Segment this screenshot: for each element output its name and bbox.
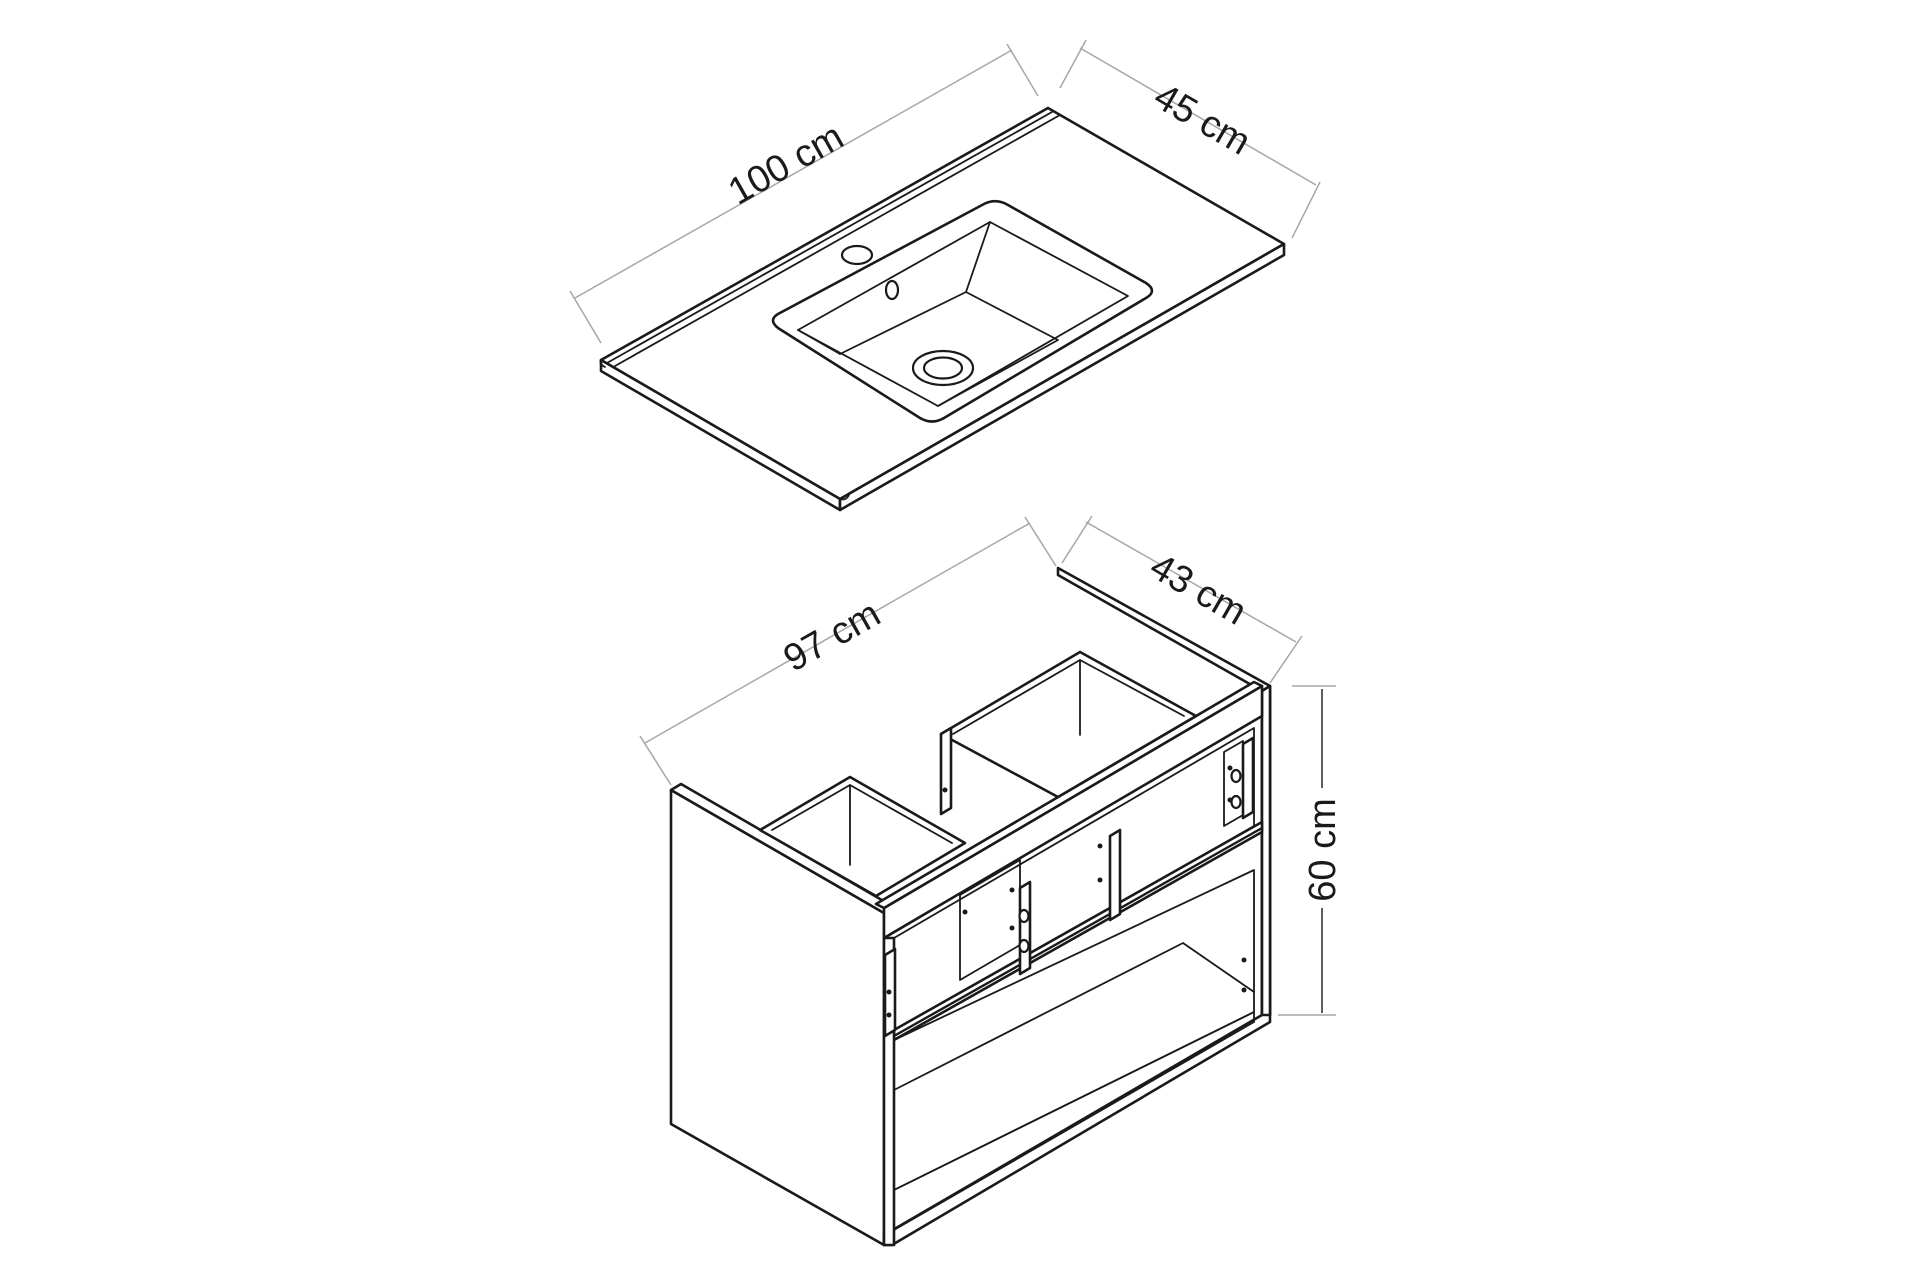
basin-bowl-inner-top bbox=[797, 221, 1129, 407]
cabinet-front-right-post bbox=[1260, 684, 1272, 1022]
cabinet-lower-opening bbox=[893, 869, 1255, 1191]
dimension-cabinet-depth: 43 cm bbox=[1061, 515, 1303, 684]
tap-hole bbox=[840, 244, 874, 266]
drawer-runner-center-left bbox=[1018, 880, 1032, 976]
hardware-holes bbox=[1018, 768, 1242, 954]
drawer-right-side bbox=[939, 726, 953, 816]
cabinet-height-label: 60 cm bbox=[1302, 798, 1344, 901]
basin-bowl-slope-left bbox=[797, 329, 841, 355]
drawer-runner-center-right bbox=[1108, 828, 1122, 922]
basin-side-edge bbox=[838, 242, 1286, 512]
washbasin-top bbox=[599, 106, 1286, 512]
cabinet-lower-opening-back bbox=[893, 942, 1255, 1091]
basin-bowl-floor bbox=[839, 291, 1059, 407]
cabinet-width-label: 97 cm bbox=[777, 593, 888, 681]
basin-bowl-slope-right bbox=[965, 221, 991, 293]
basin-drain bbox=[911, 349, 975, 387]
cabinet-depth-label: 43 cm bbox=[1143, 546, 1254, 634]
cabinet-bottom-panel bbox=[882, 1013, 1272, 1247]
slide-plate-right bbox=[1223, 740, 1244, 827]
basin-corner-right bbox=[839, 494, 850, 501]
basin-bowl-rim bbox=[771, 199, 1154, 423]
cabinet-middle-shelf-line bbox=[892, 826, 1264, 1038]
basin-width-label: 100 cm bbox=[722, 116, 851, 214]
basin-depth-label: 45 cm bbox=[1147, 76, 1258, 164]
vanity-cabinet bbox=[669, 566, 1272, 1247]
dimension-cabinet-height: 60 cm bbox=[1278, 685, 1344, 1016]
basin-back-rim-inner bbox=[614, 114, 1061, 367]
basin-back-rim bbox=[606, 111, 1053, 364]
overflow-hole bbox=[884, 279, 900, 301]
basin-corner-left bbox=[599, 359, 606, 368]
drawer-runner-right bbox=[1241, 736, 1255, 820]
